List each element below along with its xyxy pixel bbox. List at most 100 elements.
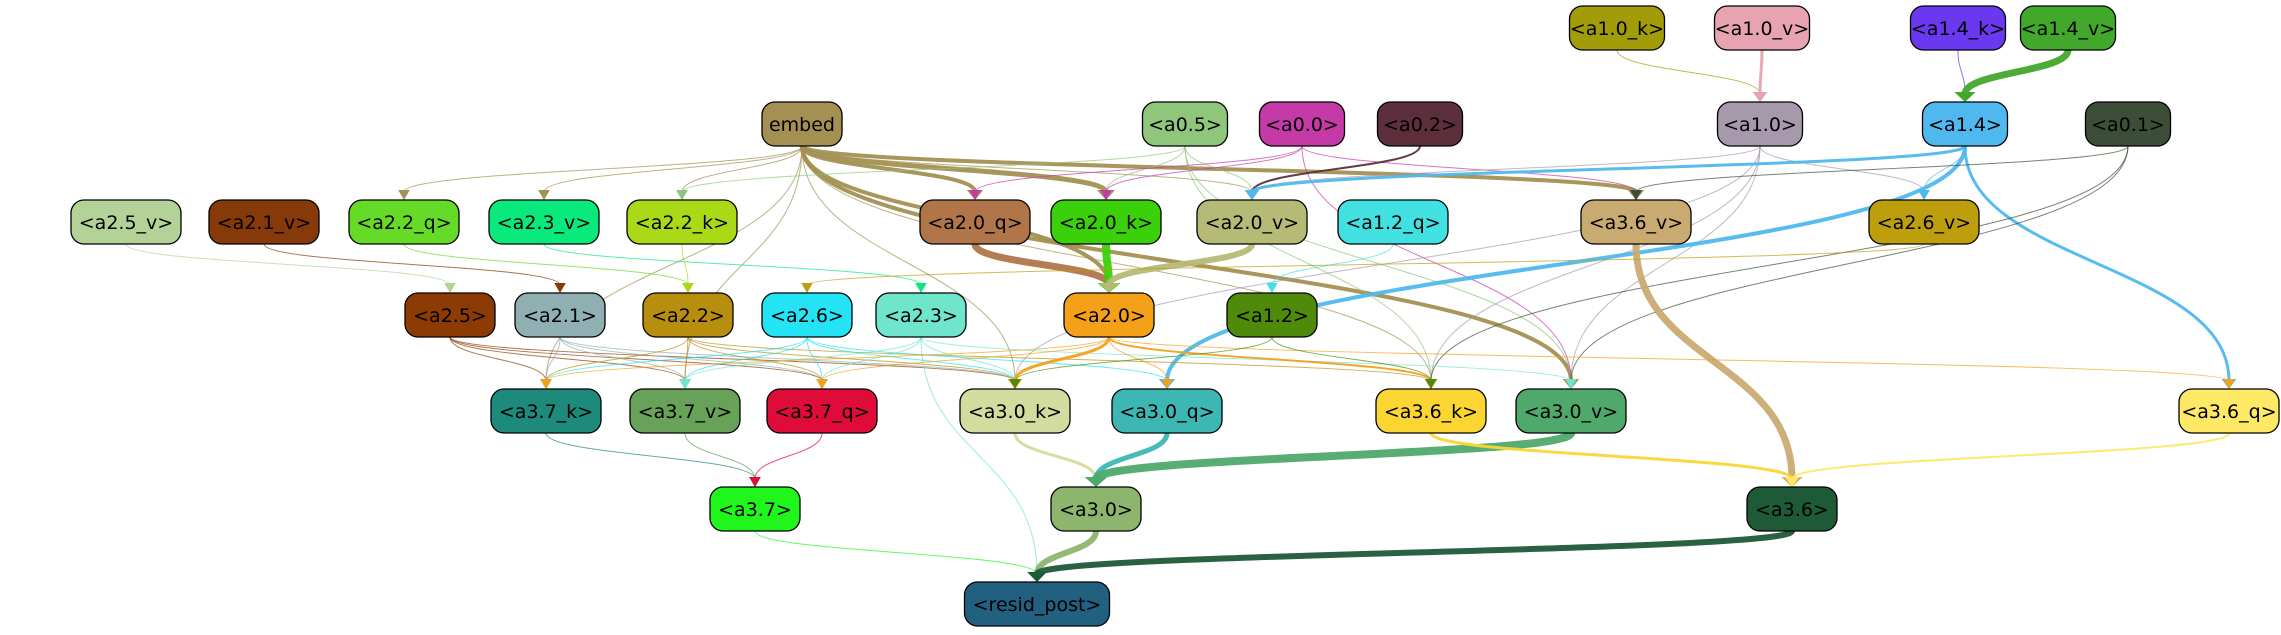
node-a3-7[interactable]: <a3.7> — [709, 486, 801, 532]
node-a3-0[interactable]: <a3.0> — [1050, 486, 1142, 532]
edge-embed-to-a2_0_v — [801, 145, 1253, 193]
node-a2-2[interactable]: <a2.2> — [642, 292, 734, 338]
node-box — [766, 388, 878, 434]
node-box — [1568, 5, 1666, 51]
edge-a0_5-to-a2_2_k — [681, 145, 1186, 193]
edge-a2_1-to-a3_0_k — [559, 336, 1016, 382]
edge-a2_3-to-a3_7_v — [684, 336, 922, 382]
edge-embed-to-a2_2_q — [403, 145, 803, 193]
node-a1-0-v[interactable]: <a1.0_v> — [1713, 5, 1811, 51]
edge-arrowhead — [1161, 379, 1173, 389]
edge-arrowhead — [1009, 379, 1021, 389]
edge-a2_1_v-to-a2_1 — [263, 243, 561, 286]
edge-arrowhead — [969, 190, 981, 200]
edge-a1_4-to-a3_0_q — [1165, 145, 1967, 382]
node-a0-2[interactable]: <a0.2> — [1376, 101, 1464, 147]
edge-arrowhead — [1565, 379, 1577, 389]
node-box — [1258, 101, 1346, 147]
edge-a1_2_q-to-a1_2 — [1271, 243, 1394, 286]
edge-a1_0-to-a2_0_v — [1251, 145, 1761, 193]
edge-a0_2-to-a2_0_v — [1251, 145, 1421, 193]
edge-arrowhead — [801, 283, 813, 293]
node-a1-0[interactable]: <a1.0> — [1716, 101, 1804, 147]
node-box — [208, 199, 320, 245]
node-a3-0-k[interactable]: <a3.0_k> — [959, 388, 1071, 434]
node-label: <a2.0_k> — [1059, 212, 1153, 234]
edge-arrowhead — [1752, 92, 1768, 102]
node-box — [70, 199, 182, 245]
node-a3-0-q[interactable]: <a3.0_q> — [1111, 388, 1223, 434]
edge-embed-to-a3_7_k — [545, 145, 803, 382]
node-a1-4[interactable]: <a1.4> — [1921, 101, 2009, 147]
node-a2-1[interactable]: <a2.1> — [514, 292, 606, 338]
edge-a2_3-to-resid_post — [920, 336, 1038, 575]
edge-arrowhead — [679, 379, 691, 389]
node-a2-0[interactable]: <a2.0> — [1063, 292, 1155, 338]
edge-a2_5-to-a3_7_q — [449, 336, 823, 382]
node-a0-5[interactable]: <a0.5> — [1141, 101, 1229, 147]
edge-arrowhead — [1099, 283, 1119, 293]
node-label: <a0.2> — [1383, 114, 1457, 136]
edge-a2_0-to-a3_6_k — [1108, 336, 1432, 382]
node-a3-7-k[interactable]: <a3.7_k> — [490, 388, 602, 434]
node-a2-2-k[interactable]: <a2.2_k> — [626, 199, 738, 245]
node-label: <a2.1> — [523, 305, 597, 327]
node-embed[interactable]: embed — [761, 101, 843, 147]
node-a0-0[interactable]: <a0.0> — [1258, 101, 1346, 147]
node-a3-0-v[interactable]: <a3.0_v> — [1515, 388, 1627, 434]
node-a1-4-k[interactable]: <a1.4_k> — [1909, 5, 2007, 51]
node-box — [1141, 101, 1229, 147]
edge-a0_5-to-a2_0_v — [1184, 145, 1253, 193]
node-a2-6[interactable]: <a2.6> — [761, 292, 853, 338]
node-a2-0-q[interactable]: <a2.0_q> — [919, 199, 1031, 245]
edge-embed-to-a2_3_v — [543, 145, 803, 193]
node-a3-6-v[interactable]: <a3.6_v> — [1580, 199, 1692, 245]
edge-a2_0-to-a3_6_q — [1108, 336, 2230, 382]
edge-embed-to-a3_7_v — [684, 145, 803, 382]
node-a3-7-q[interactable]: <a3.7_q> — [766, 388, 878, 434]
node-a2-2-q[interactable]: <a2.2_q> — [348, 199, 460, 245]
node-a2-3[interactable]: <a2.3> — [875, 292, 967, 338]
node-a0-1[interactable]: <a0.1> — [2084, 101, 2172, 147]
node-a3-6-k[interactable]: <a3.6_k> — [1375, 388, 1487, 434]
node-a2-0-k[interactable]: <a2.0_k> — [1050, 199, 1162, 245]
node-a1-0-k[interactable]: <a1.0_k> — [1568, 5, 1666, 51]
edge-a0_5-to-a3_6_k — [1184, 145, 1432, 382]
node-a1-2-q[interactable]: <a1.2_q> — [1337, 199, 1449, 245]
node-label: <a2.2> — [651, 305, 725, 327]
node-label: <a1.4_v> — [2021, 18, 2115, 40]
edge-a2_2_q-to-a2_2 — [403, 243, 689, 286]
node-a2-6-v[interactable]: <a2.6_v> — [1868, 199, 1980, 245]
node-label: <a3.7_v> — [638, 401, 732, 423]
node-box — [642, 292, 734, 338]
node-box — [1515, 388, 1627, 434]
node-box — [1746, 486, 1838, 532]
edge-a1_4-to-a3_6_q — [1963, 145, 2231, 382]
node-a2-3-v[interactable]: <a2.3_v> — [488, 199, 600, 245]
node-a3-6[interactable]: <a3.6> — [1746, 486, 1838, 532]
node-a1-2[interactable]: <a1.2> — [1226, 292, 1318, 338]
node-a2-5[interactable]: <a2.5> — [404, 292, 496, 338]
node-a1-4-v[interactable]: <a1.4_v> — [2019, 5, 2117, 51]
edge-a0_5-to-a3_0_v — [1184, 145, 1572, 382]
node-a3-6-q[interactable]: <a3.6_q> — [2178, 388, 2280, 434]
edge-arrowhead — [1785, 477, 1799, 487]
node-box — [1050, 486, 1142, 532]
node-label: <a0.5> — [1148, 114, 1222, 136]
edge-a0_1-to-a3_6_k — [1430, 145, 2129, 382]
node-label: <a0.1> — [2091, 114, 2165, 136]
node-label: <a1.4> — [1928, 114, 2002, 136]
edge-a2_0_q-to-a2_0 — [971, 242, 1113, 287]
edge-arrowhead — [554, 283, 566, 293]
node-resid-post[interactable]: <resid_post> — [963, 581, 1111, 627]
node-label: <a2.6_v> — [1877, 212, 1971, 234]
node-a3-7-v[interactable]: <a3.7_v> — [629, 388, 741, 434]
node-a2-1-v[interactable]: <a2.1_v> — [208, 199, 320, 245]
edge-arrowhead — [816, 379, 828, 389]
edge-a3_7_q-to-a3_7 — [754, 432, 823, 480]
node-a2-5-v[interactable]: <a2.5_v> — [70, 199, 182, 245]
edge-a2_6-to-a3_7_k — [545, 336, 808, 382]
node-box — [1921, 101, 2009, 147]
node-box — [404, 292, 496, 338]
node-a2-0-v[interactable]: <a2.0_v> — [1196, 199, 1308, 245]
